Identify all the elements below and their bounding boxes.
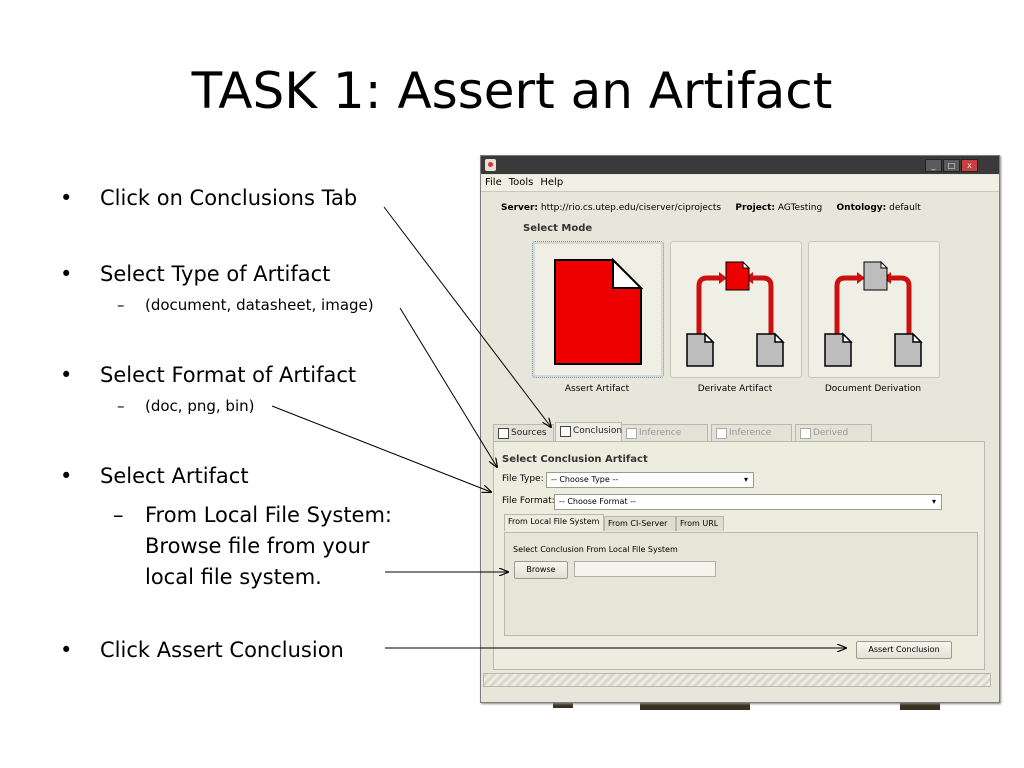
checkbox-icon bbox=[800, 428, 811, 439]
tab-inference-rule[interactable]: Inference Rule bbox=[711, 424, 792, 454]
bullet-marker: • bbox=[60, 363, 73, 387]
project-label: Project: bbox=[735, 203, 776, 213]
assert-conclusion-button[interactable]: Assert Conclusion bbox=[856, 641, 952, 659]
sub-marker: – bbox=[117, 397, 125, 415]
ontology-label: Ontology: bbox=[836, 203, 887, 213]
bullet-marker: • bbox=[60, 186, 73, 210]
app-window: _ □ x File Tools Help Server: http://rio.c… bbox=[480, 155, 1000, 703]
sub-marker: – bbox=[117, 296, 125, 314]
bullet-type: • Select Type of Artifact bbox=[60, 262, 331, 286]
status-bar bbox=[483, 673, 991, 687]
bullet-text: Click Assert Conclusion bbox=[100, 638, 344, 662]
panel-title: Select Conclusion Artifact bbox=[502, 454, 648, 465]
browse-button[interactable]: Browse bbox=[514, 561, 568, 579]
window-titlebar[interactable]: _ □ x bbox=[481, 156, 999, 174]
file-type-label: File Type: bbox=[502, 474, 544, 484]
bullet-text: Click on Conclusions Tab bbox=[100, 186, 358, 210]
slide-title: TASK 1: Assert an Artifact bbox=[191, 62, 833, 120]
minimize-button[interactable]: _ bbox=[925, 159, 942, 172]
local-file-panel: Select Conclusion From Local File System… bbox=[504, 532, 978, 636]
tab-label: Conclusion bbox=[573, 426, 623, 436]
chevron-down-icon: ▾ bbox=[931, 497, 936, 506]
sub-type-examples: – (document, datasheet, image) bbox=[117, 296, 374, 314]
sub-text: (doc, png, bin) bbox=[145, 397, 255, 415]
mode-label-derivate: Derivate Artifact bbox=[697, 384, 773, 394]
connection-info: Server: http://rio.cs.utep.edu/ciserver/… bbox=[501, 203, 921, 213]
checkbox-icon bbox=[716, 428, 727, 439]
file-type-select[interactable]: -- Choose Type -- ▾ bbox=[546, 472, 754, 488]
sub-line: From Local File System: bbox=[145, 503, 393, 527]
arrow-file-format bbox=[271, 405, 491, 492]
checkbox-icon bbox=[626, 428, 637, 439]
select-mode-label: Select Mode bbox=[523, 223, 593, 234]
mode-assert-artifact[interactable] bbox=[532, 241, 664, 378]
conclusion-panel: Select Conclusion Artifact File Type: --… bbox=[493, 441, 985, 670]
tab-inference-agent[interactable]: Inference Agent bbox=[621, 424, 708, 454]
menu-file[interactable]: File bbox=[485, 177, 502, 188]
derivation-icon bbox=[686, 260, 785, 367]
maximize-button[interactable]: □ bbox=[943, 159, 960, 172]
server-value: http://rio.cs.utep.edu/ciserver/ciprojec… bbox=[540, 203, 722, 213]
sub-local-file-system: – From Local File System: Browse file fr… bbox=[113, 500, 393, 593]
file-path-field[interactable] bbox=[574, 561, 716, 577]
tab-derived-from[interactable]: Derived From bbox=[795, 424, 872, 454]
file-format-label: File Format: bbox=[502, 496, 555, 506]
subtab-from-url[interactable]: From URL bbox=[676, 516, 724, 531]
file-format-value: -- Choose Format -- bbox=[559, 497, 636, 506]
sub-format-examples: – (doc, png, bin) bbox=[117, 397, 255, 415]
java-icon bbox=[485, 159, 496, 171]
sub-marker: – bbox=[113, 503, 124, 527]
server-label: Server: bbox=[501, 203, 539, 213]
checkbox-icon bbox=[498, 428, 509, 439]
mode-document-derivation[interactable] bbox=[808, 241, 940, 378]
bullet-format: • Select Format of Artifact bbox=[60, 363, 357, 387]
bullet-marker: • bbox=[60, 638, 73, 662]
menu-bar: File Tools Help bbox=[481, 175, 999, 192]
background-artwork bbox=[553, 700, 573, 708]
ontology-value: default bbox=[889, 203, 921, 213]
mode-derivate-artifact[interactable] bbox=[670, 241, 802, 378]
menu-tools[interactable]: Tools bbox=[508, 177, 534, 188]
subtab-local-file-system[interactable]: From Local File System bbox=[504, 514, 604, 531]
tab-conclusion[interactable]: Conclusion bbox=[555, 422, 622, 441]
checkbox-icon bbox=[560, 426, 571, 437]
local-file-label: Select Conclusion From Local File System bbox=[513, 545, 678, 554]
mode-label-document: Document Derivation bbox=[824, 384, 922, 394]
sub-text: (document, datasheet, image) bbox=[145, 296, 374, 314]
bullet-text: Select Artifact bbox=[100, 464, 249, 488]
tab-sources[interactable]: Sources bbox=[493, 424, 554, 441]
bullet-assert: • Click Assert Conclusion bbox=[60, 638, 344, 662]
sub-line: local file system. bbox=[145, 565, 322, 589]
close-button[interactable]: x bbox=[961, 159, 978, 172]
file-format-select[interactable]: -- Choose Format -- ▾ bbox=[554, 494, 942, 510]
tab-label: Sources bbox=[511, 428, 547, 438]
bullet-artifact: • Select Artifact bbox=[60, 464, 249, 488]
red-document-icon bbox=[554, 257, 644, 365]
bullet-text: Select Format of Artifact bbox=[100, 363, 357, 387]
menu-help[interactable]: Help bbox=[540, 177, 564, 188]
bullet-conclusions-tab: • Click on Conclusions Tab bbox=[60, 186, 358, 210]
chevron-down-icon: ▾ bbox=[743, 475, 748, 484]
background-artwork bbox=[640, 700, 750, 710]
bullet-text: Select Type of Artifact bbox=[100, 262, 331, 286]
bullet-marker: • bbox=[60, 262, 73, 286]
subtab-ci-server[interactable]: From CI-Server bbox=[604, 516, 676, 531]
mode-label-assert: Assert Artifact bbox=[564, 384, 630, 394]
background-artwork bbox=[900, 700, 940, 710]
sub-line: Browse file from your bbox=[145, 534, 370, 558]
document-derivation-icon bbox=[824, 260, 923, 367]
project-value: AGTesting bbox=[777, 203, 823, 213]
file-type-value: -- Choose Type -- bbox=[551, 475, 619, 484]
bullet-marker: • bbox=[60, 464, 73, 488]
